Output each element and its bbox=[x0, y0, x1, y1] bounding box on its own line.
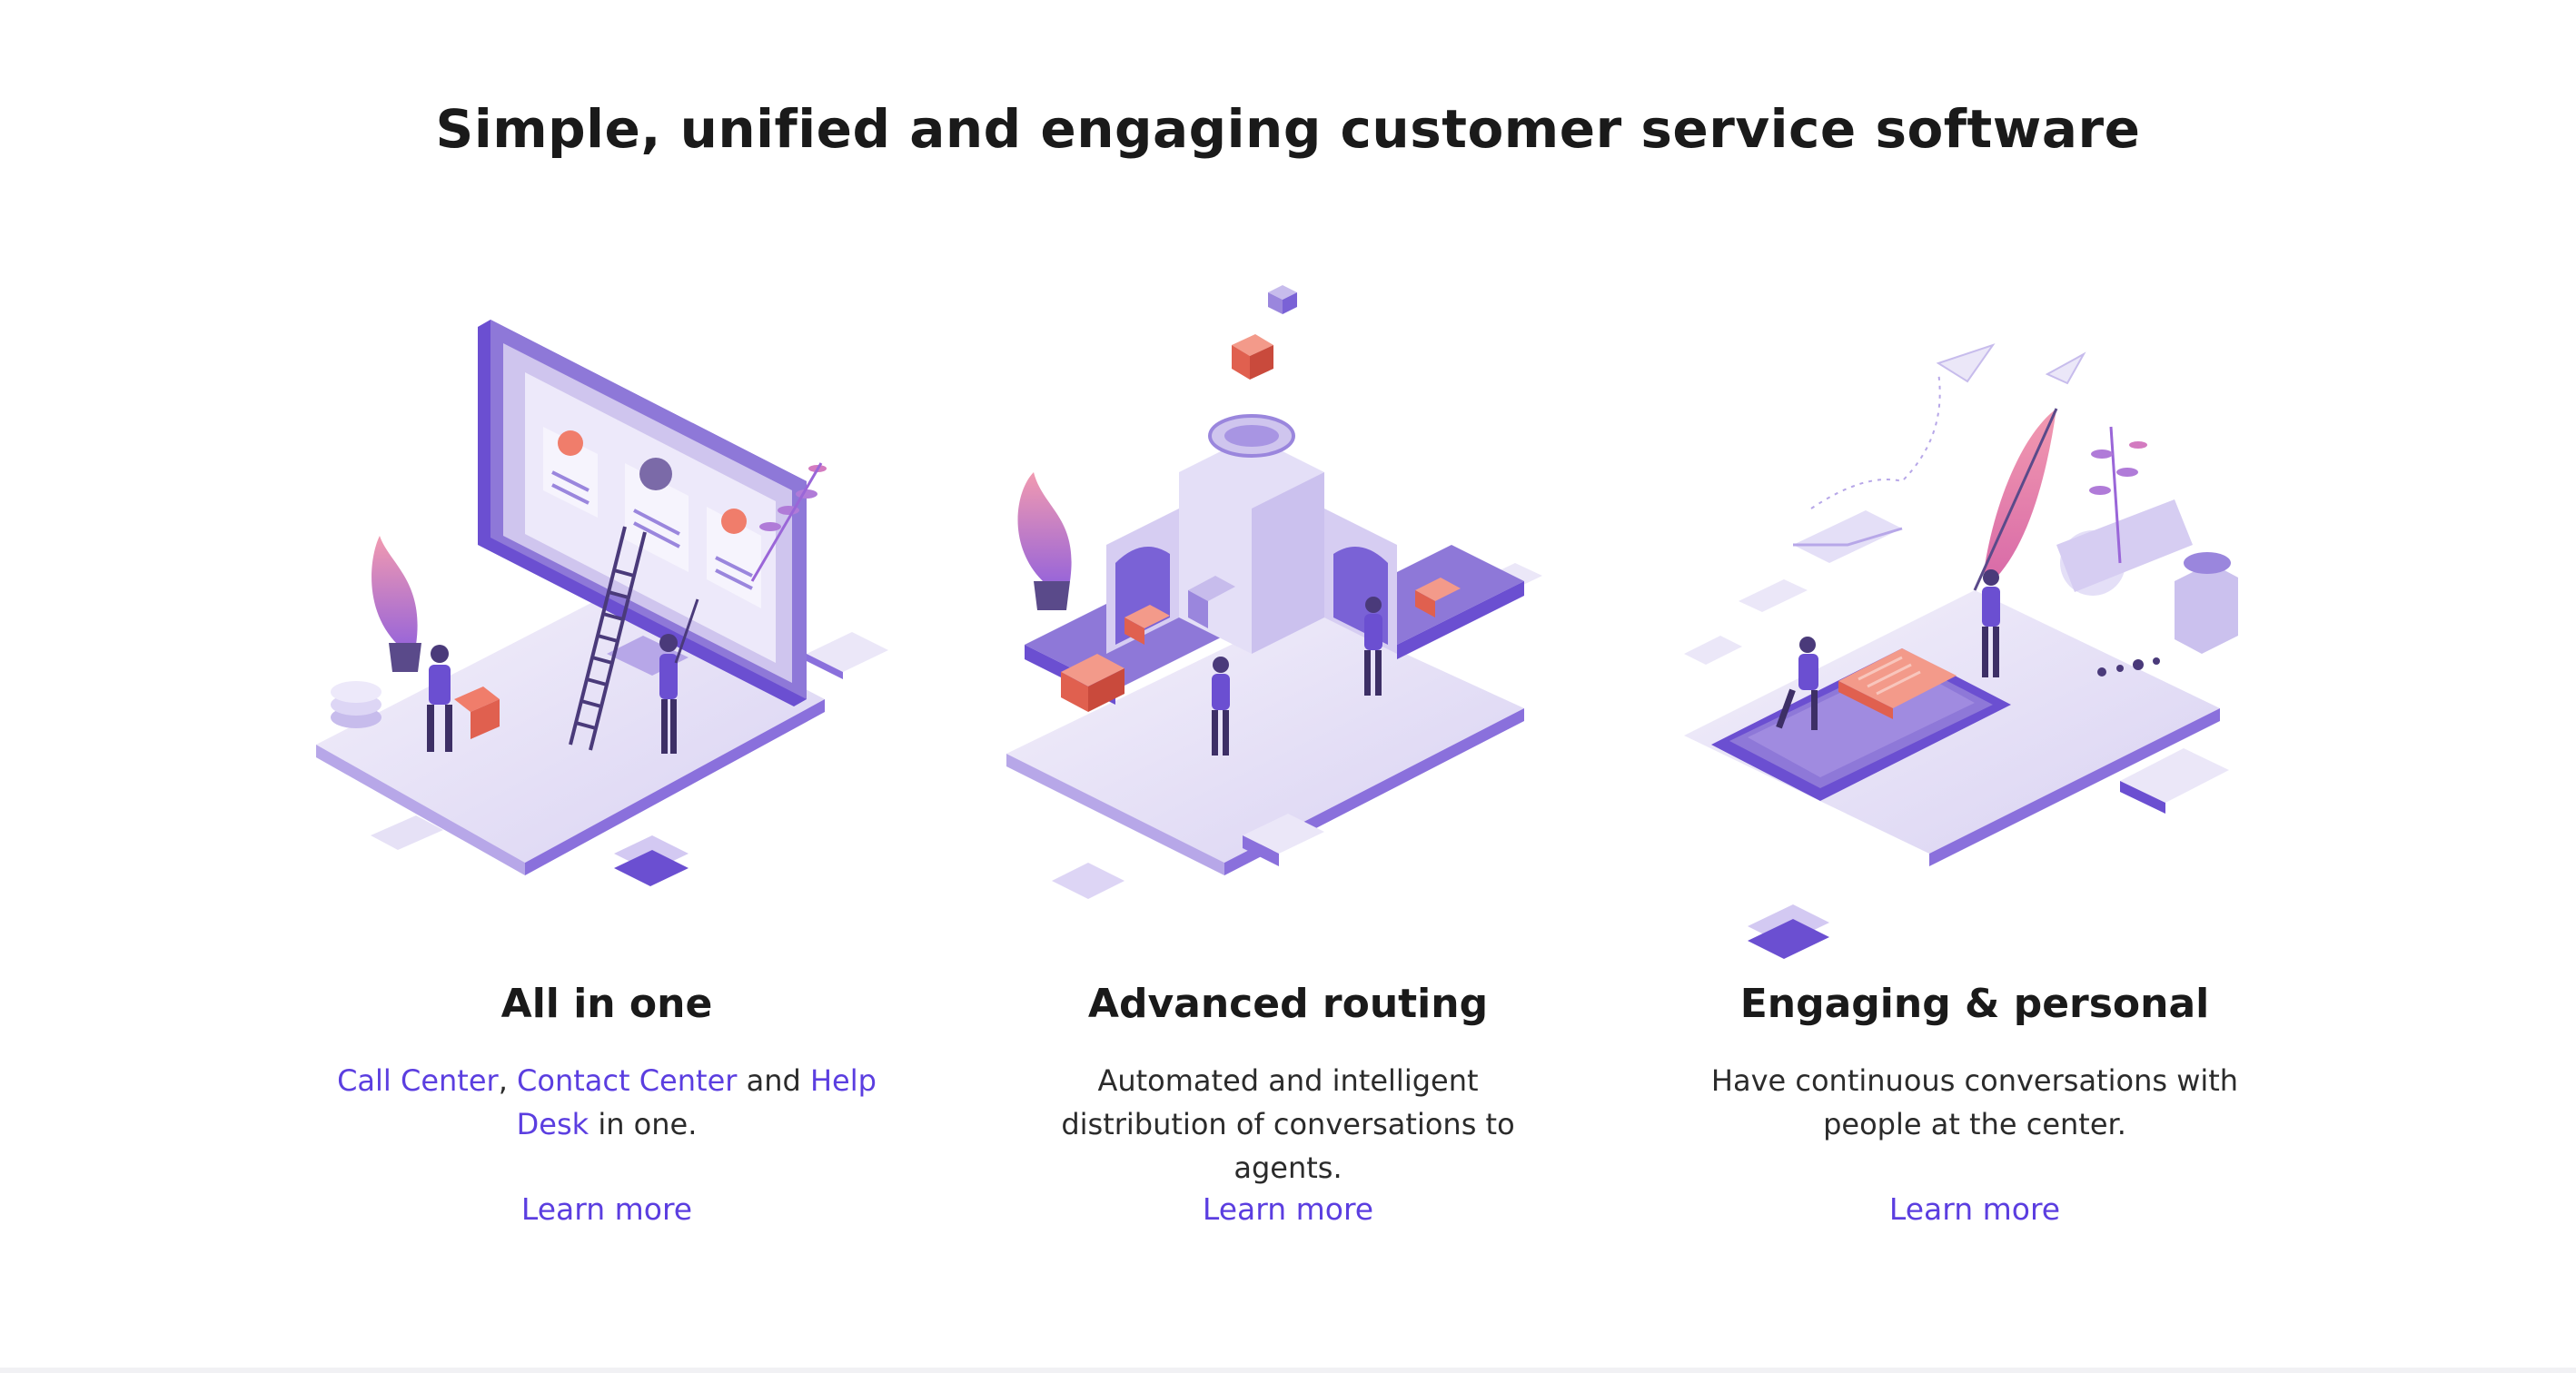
feature-description: Have continuous conversations with peopl… bbox=[1710, 1063, 2239, 1141]
messaging-phone-illustration-icon bbox=[1630, 272, 2320, 963]
page-title: Simple, unified and engaging customer se… bbox=[435, 98, 2141, 160]
feature-title: All in one bbox=[500, 981, 713, 1027]
help-desk-link[interactable]: Help Desk bbox=[516, 1063, 877, 1141]
learn-more-link-engaging-personal[interactable]: Learn more bbox=[1888, 1191, 2061, 1227]
feature-description: Call Center, Contact Center and Help Des… bbox=[334, 1059, 879, 1146]
feature-title: Advanced routing bbox=[1087, 981, 1489, 1027]
feature-description: Automated and intelligent distribution o… bbox=[1061, 1063, 1515, 1185]
desc-tail: in one. bbox=[589, 1107, 698, 1141]
learn-more-link-advanced-routing[interactable]: Learn more bbox=[1202, 1191, 1374, 1227]
desktop-monitor-illustration-icon bbox=[262, 272, 952, 963]
desc-separator: and bbox=[737, 1063, 810, 1098]
routing-machine-illustration-icon bbox=[943, 272, 1633, 963]
features-section: All in one Call Center, Contact Center a… bbox=[0, 272, 2576, 1271]
section-divider bbox=[0, 1368, 2576, 1373]
feature-engaging-personal: Engaging & personal Have continuous conv… bbox=[1630, 272, 2320, 1271]
contact-center-link[interactable]: Contact Center bbox=[517, 1063, 738, 1098]
feature-title: Engaging & personal bbox=[1739, 981, 2210, 1027]
call-center-link[interactable]: Call Center bbox=[337, 1063, 499, 1098]
feature-all-in-one: All in one Call Center, Contact Center a… bbox=[262, 272, 952, 1271]
desc-separator: , bbox=[498, 1063, 518, 1098]
feature-advanced-routing: Advanced routing Automated and intellige… bbox=[943, 272, 1633, 1271]
learn-more-link-all-in-one[interactable]: Learn more bbox=[520, 1191, 693, 1227]
